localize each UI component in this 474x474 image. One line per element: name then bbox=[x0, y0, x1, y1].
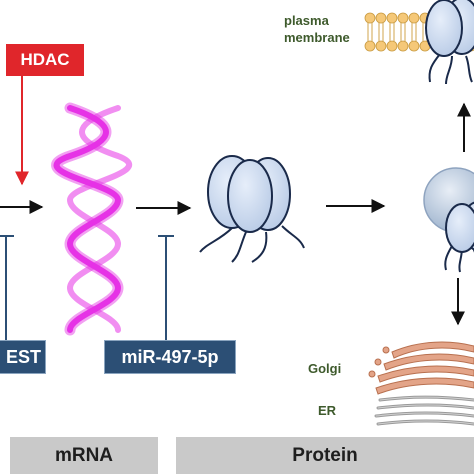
plasma-membrane-label: plasma membrane bbox=[284, 12, 350, 46]
plasma-membrane-line1: plasma bbox=[284, 13, 329, 28]
golgi-label: Golgi bbox=[308, 361, 342, 376]
mir-label: miR-497-5p bbox=[121, 346, 219, 367]
mrna-stage-bar: mRNA bbox=[10, 437, 158, 474]
protein-stage-bar: Protein bbox=[176, 437, 474, 474]
rest-label: EST bbox=[5, 346, 41, 367]
ribosome-channel-icon bbox=[199, 155, 305, 263]
er-icon bbox=[374, 395, 474, 426]
mrna-stage-label: mRNA bbox=[54, 444, 114, 466]
mrna-helix-icon bbox=[51, 102, 132, 336]
mir-box: miR-497-5p bbox=[104, 340, 236, 374]
er-label: ER bbox=[318, 403, 337, 418]
golgi-icon bbox=[368, 341, 474, 395]
hdac-label: HDAC bbox=[20, 50, 70, 69]
membrane-channel-icon bbox=[425, 0, 474, 85]
plasma-membrane-line2: membrane bbox=[284, 30, 350, 45]
er-icon-highlight bbox=[375, 396, 474, 425]
protein-stage-label: Protein bbox=[292, 444, 358, 466]
vesicle-channel-icon bbox=[423, 167, 474, 273]
hdac-box: HDAC bbox=[6, 44, 84, 76]
rest-box: EST bbox=[0, 340, 46, 374]
